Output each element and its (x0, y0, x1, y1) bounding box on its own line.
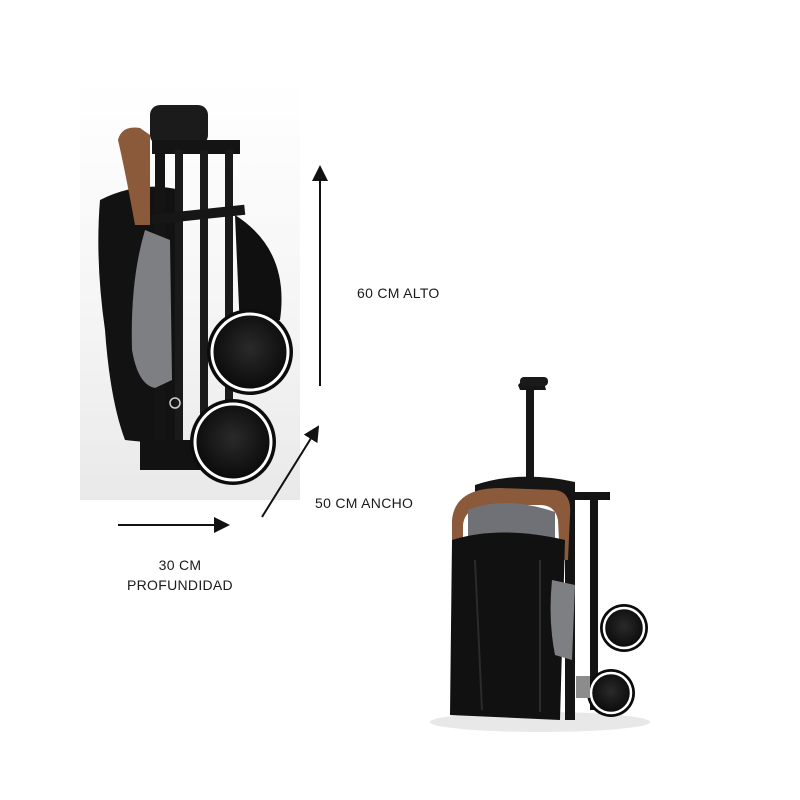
height-dimension-label: 60 CM ALTO (357, 285, 440, 301)
folded-stroller-side-view (98, 105, 293, 485)
folded-stroller-front-view (430, 377, 650, 732)
depth-dimension-text: PROFUNDIDAD (127, 577, 233, 593)
width-dimension-label: 50 CM ANCHO (315, 495, 414, 511)
depth-dimension-value: 30 CM (158, 557, 202, 573)
width-arrow (261, 425, 320, 518)
